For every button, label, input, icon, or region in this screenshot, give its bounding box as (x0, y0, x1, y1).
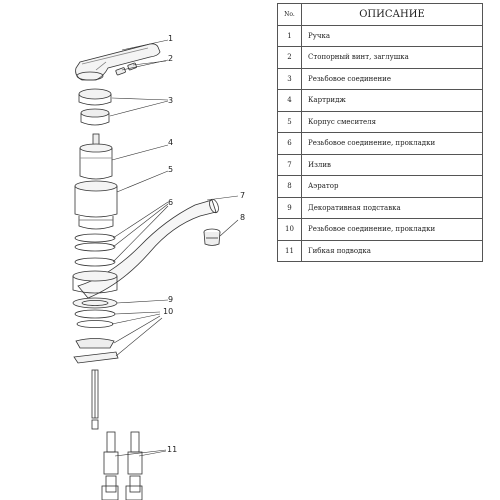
part-handle (75, 43, 161, 81)
row-number: 3 (277, 67, 302, 90)
row-description: Аэратор (301, 175, 483, 198)
table-header-row: No. ОПИСАНИЕ (277, 3, 483, 26)
row-description: Ручка (301, 24, 483, 47)
row-number: 6 (277, 132, 302, 155)
part-mixer-body (74, 180, 118, 230)
callout-8: 8 (240, 213, 245, 222)
row-number: 9 (277, 196, 302, 219)
callout-labels: 1 2 3 4 5 6 7 8 9 10 11 (163, 34, 245, 454)
callout-9: 9 (168, 295, 173, 304)
header-description: ОПИСАНИЕ (301, 3, 483, 26)
part-flexible-hoses (101, 431, 143, 500)
part-seal-rings (74, 233, 116, 267)
row-description: Резьбовое соединение, прокладки (301, 132, 483, 155)
callout-5: 5 (168, 165, 173, 174)
callout-6: 6 (168, 198, 173, 207)
part-threaded-connection (78, 88, 112, 126)
row-description: Стопорный винт, заглушка (301, 46, 483, 69)
part-spout (77, 198, 219, 299)
callout-3: 3 (168, 96, 173, 105)
header-number: No. (277, 3, 302, 26)
part-fixing-kit (73, 309, 119, 430)
callout-10: 10 (163, 307, 173, 316)
part-spout-collar (72, 270, 118, 294)
part-aerator (203, 228, 221, 246)
row-number: 11 (277, 239, 302, 262)
row-number: 1 (277, 24, 302, 47)
row-description: Гибкая подводка (301, 239, 483, 262)
row-number: 8 (277, 175, 302, 198)
row-description: Картридж (301, 89, 483, 112)
row-description: Декоративная подставка (301, 196, 483, 219)
row-number: 7 (277, 153, 302, 176)
row-description: Излив (301, 153, 483, 176)
callout-2: 2 (168, 54, 173, 63)
leader-lines (109, 39, 239, 457)
row-description: Резьбовое соединение (301, 67, 483, 90)
callout-7: 7 (240, 191, 245, 200)
row-number: 4 (277, 89, 302, 112)
row-number: 5 (277, 110, 302, 133)
row-number: 2 (277, 46, 302, 69)
row-number: 10 (277, 218, 302, 241)
row-description: Резьбовое соединение, прокладки (301, 218, 483, 241)
callout-4: 4 (168, 138, 173, 147)
part-decorative-base (72, 297, 118, 309)
row-description: Корпус смесителя (301, 110, 483, 133)
callout-1: 1 (168, 34, 173, 43)
callout-11: 11 (167, 445, 177, 454)
part-cartridge (79, 133, 113, 180)
